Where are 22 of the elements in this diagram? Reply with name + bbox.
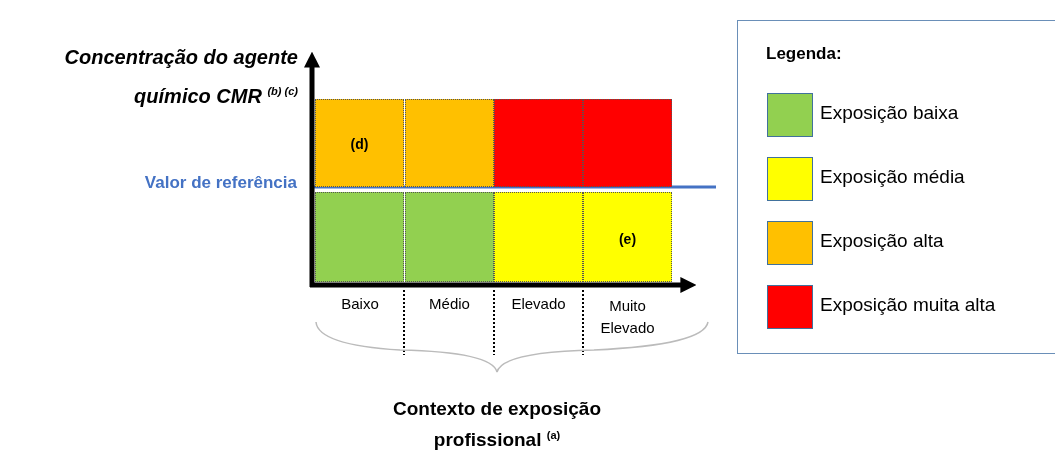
category-label: Muito Elevado [599,296,656,338]
category-label: Elevado [510,295,567,312]
matrix-cell [315,99,404,187]
category-label: Baixo [340,295,380,312]
legend-label: Exposição média [820,166,965,188]
reference-label: Valor de referência [144,173,297,193]
legend-title: Legenda: [766,44,842,64]
matrix-cell [405,192,494,282]
cell-note: (e) [618,231,637,247]
axis-title: Concentração do agente químico CMR $^{(b) (c)}$ [63,45,298,109]
category-label: Médio [428,295,471,312]
matrix-cell [405,99,494,187]
cell-note: (d) [350,136,369,152]
axis-title: Contexto de exposição profissional $^{(a)}$ [392,397,602,453]
matrix-cell [494,99,583,187]
matrix-cell [315,192,404,282]
matrix-cell [583,99,672,187]
legend-label: Exposição baixa [820,102,959,124]
legend-label: Exposição alta [820,230,944,252]
matrix-cell [583,192,672,282]
legend-label: Exposição muita alta [820,294,996,316]
matrix-cell [494,192,583,282]
